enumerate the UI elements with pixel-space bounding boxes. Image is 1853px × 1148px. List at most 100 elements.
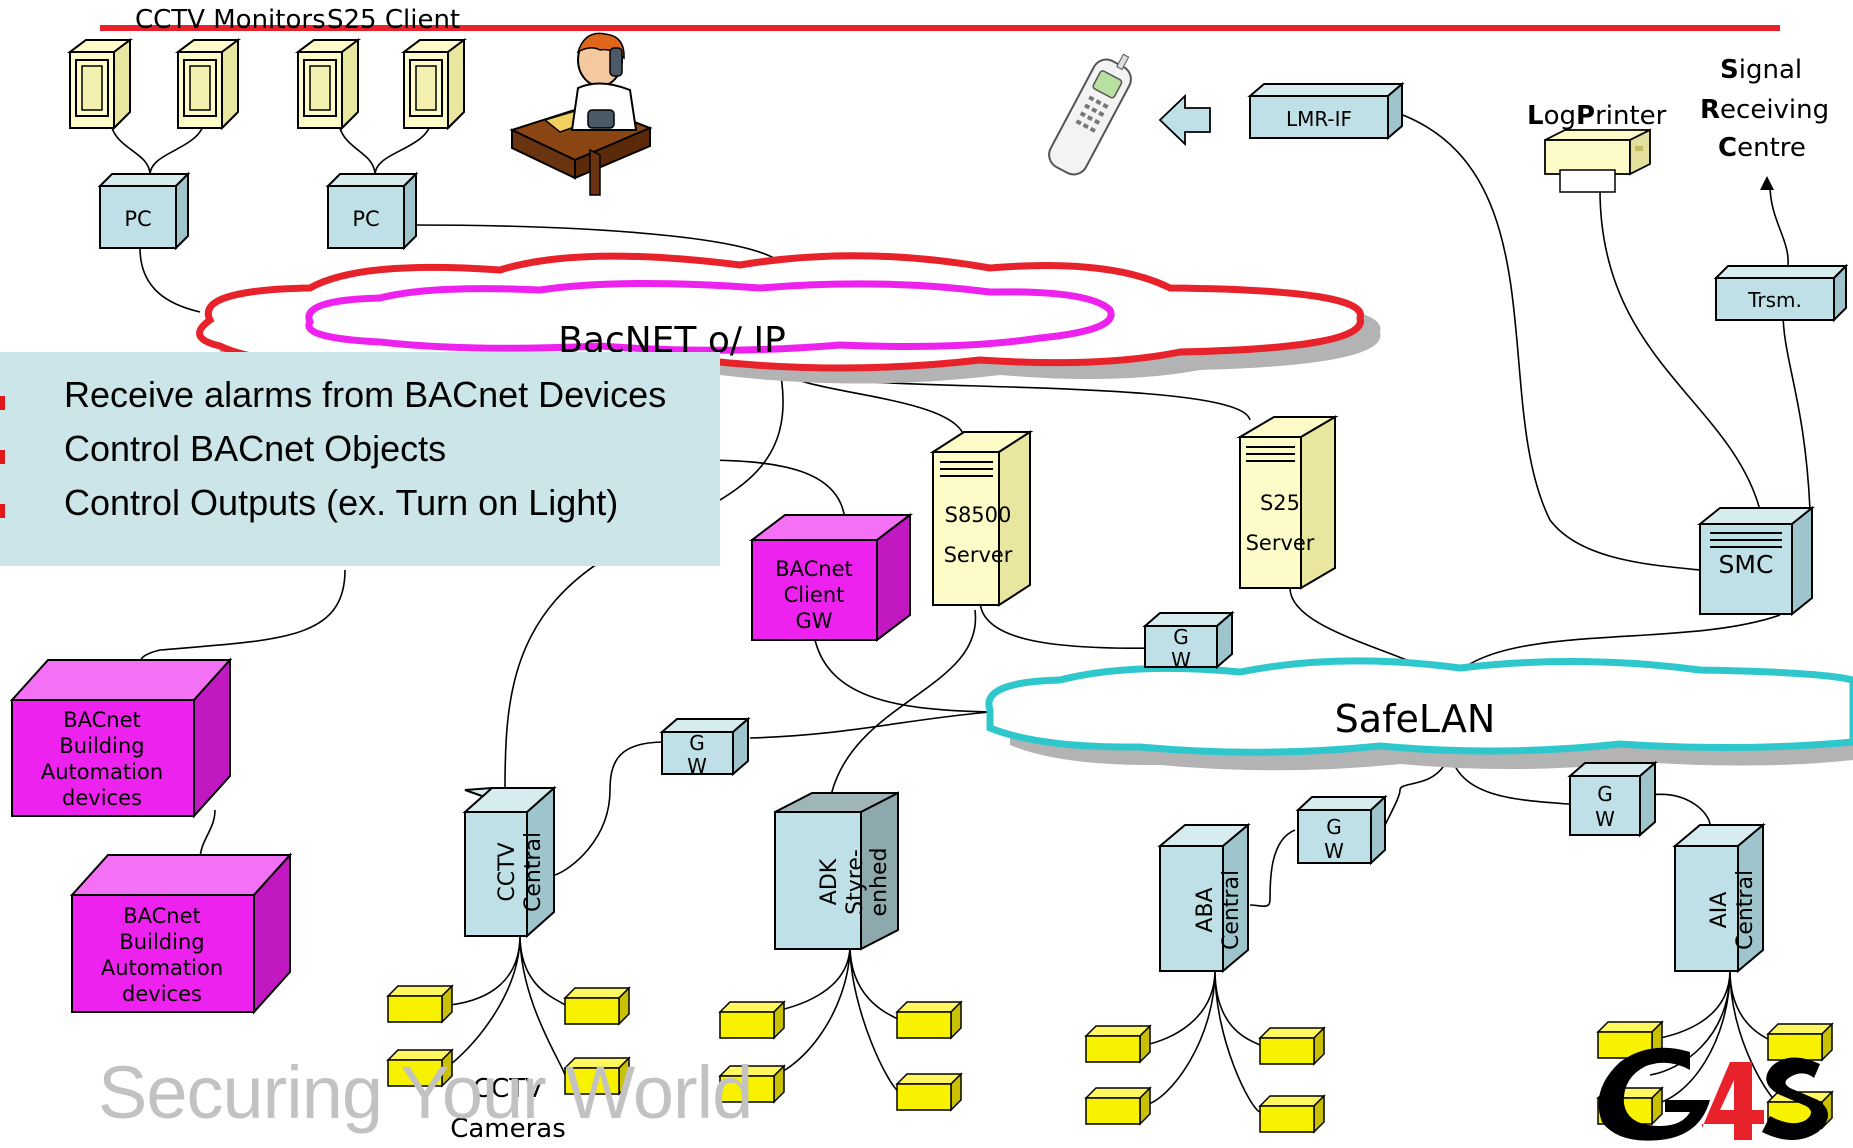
safelan-cloud-label: SafeLAN bbox=[1335, 697, 1496, 741]
adk-label-1: ADK bbox=[817, 858, 842, 905]
bacnet-device-2-label-2: Building bbox=[119, 930, 204, 954]
list-item: Control BACnet Objects bbox=[0, 426, 720, 480]
bacnet-device-box-1: BACnet Building Automation devices bbox=[9, 657, 233, 819]
s25-monitor-1 bbox=[297, 39, 359, 129]
gw-box-4: G W bbox=[1567, 760, 1658, 838]
printer-icon bbox=[1544, 128, 1651, 193]
gw-4-label-1: G bbox=[1597, 782, 1613, 806]
aba-device-2 bbox=[1259, 1027, 1325, 1065]
aba-central-box: ABA Central bbox=[1157, 822, 1251, 974]
smc-label: SMC bbox=[1719, 550, 1774, 579]
bullet-icon bbox=[0, 504, 5, 518]
cctv-central-label-2: Central bbox=[521, 832, 546, 912]
pc-left-label: PC bbox=[124, 207, 151, 231]
s8500-label-2: Server bbox=[944, 543, 1013, 567]
aba-device-1 bbox=[1085, 1025, 1151, 1063]
gw-2-label-2: W bbox=[687, 754, 707, 778]
svg-text:Centre: Centre bbox=[1718, 133, 1806, 163]
svg-text:Signal: Signal bbox=[1720, 55, 1802, 85]
info-item-text: Control Outputs (ex. Turn on Light) bbox=[64, 482, 619, 523]
aba-central-label-2: Central bbox=[1219, 870, 1244, 950]
pc-left: PC bbox=[97, 171, 191, 251]
bacnet-client-gw-label-1: BACnet bbox=[775, 557, 853, 581]
pc-right-label: PC bbox=[352, 207, 379, 231]
s25-client-label: S25 Client bbox=[327, 5, 460, 35]
signal-receiving-centre-label: Signal Receiving Centre bbox=[1700, 55, 1829, 163]
info-item-text: Control BACnet Objects bbox=[64, 428, 447, 469]
list-item: Receive alarms from BACnet Devices bbox=[0, 372, 720, 426]
arrow-left-icon bbox=[1158, 93, 1211, 147]
bacnet-client-gw-label-3: GW bbox=[795, 609, 832, 633]
aba-device-3 bbox=[1085, 1087, 1151, 1125]
safelan-cloud: SafeLAN bbox=[985, 657, 1853, 771]
log-printer-label: LogPrinter bbox=[1527, 101, 1667, 131]
cctv-monitors-label: CCTV Monitors bbox=[135, 5, 326, 35]
trsm-box: Trsm. bbox=[1713, 263, 1849, 323]
operator-icon bbox=[509, 32, 653, 196]
s25-server: S25 Server bbox=[1236, 415, 1339, 590]
aia-central-label-2: Central bbox=[1733, 870, 1758, 950]
cctv-camera-2 bbox=[564, 987, 630, 1025]
adk-device-1 bbox=[719, 1001, 785, 1039]
bacnet-device-2-label-3: Automation bbox=[101, 956, 223, 980]
cctv-monitor-1 bbox=[69, 39, 131, 129]
lmr-if-label: LMR-IF bbox=[1286, 107, 1352, 131]
svg-text:Receiving: Receiving bbox=[1700, 95, 1829, 125]
bacnet-device-2-label-1: BACnet bbox=[123, 904, 201, 928]
cctv-monitor-2 bbox=[177, 39, 239, 129]
cctv-central-label-1: CCTV bbox=[495, 842, 520, 901]
gw-1-label-2: W bbox=[1171, 648, 1191, 672]
adk-label-3: enhed bbox=[867, 848, 892, 917]
bacnet-functions-panel: Receive alarms from BACnet Devices Contr… bbox=[0, 352, 720, 566]
bacnet-device-2-label-4: devices bbox=[122, 982, 202, 1006]
gw-1-label-1: G bbox=[1173, 625, 1189, 649]
s25-label-1: S25 bbox=[1260, 491, 1300, 515]
s25-label-2: Server bbox=[1246, 531, 1315, 555]
s8500-label-1: S8500 bbox=[945, 503, 1012, 527]
aba-device-4 bbox=[1259, 1095, 1325, 1133]
gw-3-label-2: W bbox=[1324, 839, 1344, 863]
aia-central-label-1: AIA bbox=[1707, 892, 1732, 929]
aia-central-box: AIA Central bbox=[1672, 822, 1766, 974]
aia-device-2 bbox=[1767, 1023, 1833, 1061]
bullet-icon bbox=[0, 396, 5, 410]
bacnet-device-box-2: BACnet Building Automation devices bbox=[69, 852, 293, 1015]
bullet-icon bbox=[0, 450, 5, 464]
mobile-phone-icon bbox=[1048, 53, 1132, 176]
s25-monitor-2 bbox=[403, 39, 465, 129]
adk-label-2: Styre- bbox=[843, 849, 868, 915]
trsm-label: Trsm. bbox=[1747, 288, 1802, 312]
s8500-server: S8500 Server bbox=[929, 430, 1034, 607]
gw-2-label-1: G bbox=[689, 731, 705, 755]
gw-box-3: G W bbox=[1295, 794, 1388, 866]
lmr-if-box: LMR-IF bbox=[1247, 81, 1405, 141]
info-item-text: Receive alarms from BACnet Devices bbox=[64, 374, 667, 415]
cctv-camera-1 bbox=[387, 985, 453, 1023]
adk-device-2 bbox=[896, 1001, 962, 1039]
arrow-up-icon bbox=[1760, 176, 1774, 190]
smc-box: SMC bbox=[1697, 505, 1815, 617]
bacnet-device-1-label-4: devices bbox=[62, 786, 142, 810]
tagline: Securing Your World bbox=[98, 1051, 753, 1134]
bacnet-device-1-label-1: BACnet bbox=[63, 708, 141, 732]
gw-box-2: G W bbox=[659, 716, 751, 778]
bacnet-device-1-label-2: Building bbox=[59, 734, 144, 758]
aba-central-label-1: ABA bbox=[1193, 887, 1218, 932]
list-item: Control Outputs (ex. Turn on Light) bbox=[0, 480, 720, 534]
bacnet-client-gw-box: BACnet Client GW bbox=[749, 512, 913, 643]
bacnet-functions-list: Receive alarms from BACnet Devices Contr… bbox=[0, 352, 720, 534]
bacnet-client-gw-label-2: Client bbox=[784, 583, 845, 607]
gw-3-label-1: G bbox=[1326, 815, 1342, 839]
bacnet-device-1-label-3: Automation bbox=[41, 760, 163, 784]
gw-4-label-2: W bbox=[1595, 807, 1615, 831]
cctv-cameras-label-2: Cameras bbox=[450, 1114, 566, 1144]
pc-right: PC bbox=[325, 171, 419, 251]
g4s-logo bbox=[1598, 1047, 1828, 1141]
cctv-cameras-label-1: CCTV bbox=[473, 1074, 543, 1104]
gw-box-1: G W bbox=[1142, 610, 1235, 672]
adk-box: ADK Styre- enhed bbox=[774, 791, 899, 951]
adk-device-4 bbox=[896, 1073, 962, 1111]
cctv-central-box: CCTV Central bbox=[462, 785, 557, 939]
